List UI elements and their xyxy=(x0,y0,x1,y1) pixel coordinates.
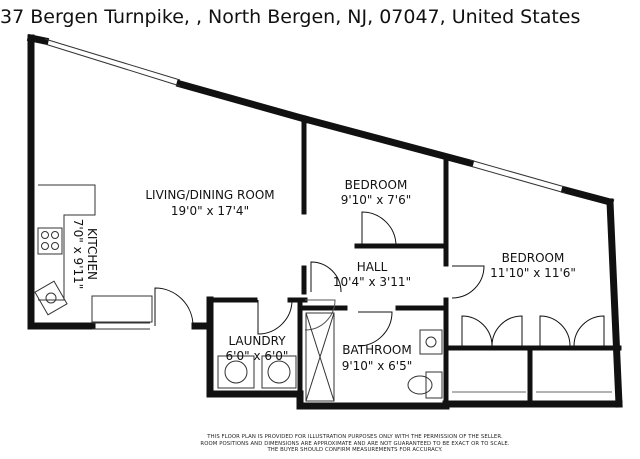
bedroom-2-dims: 11'10" x 11'6" xyxy=(490,266,576,280)
kitchen-fixtures xyxy=(34,184,153,323)
kitchen-dims: 7'0" x 9'11" xyxy=(71,219,85,290)
bathroom-fixtures xyxy=(305,312,443,402)
disclaimer-line: THE BUYER SHOULD CONFIRM MEASUREMENTS FO… xyxy=(267,447,443,453)
bathroom-dims: 9'10" x 6'5" xyxy=(342,359,413,373)
laundry-name: LAUNDRY xyxy=(228,334,286,348)
disclaimer-line: ROOM POSITIONS AND DIMENSIONS ARE APPROX… xyxy=(200,440,510,447)
bedroom-1-name: BEDROOM xyxy=(345,178,408,192)
bedroom-2-name: BEDROOM xyxy=(502,251,565,265)
room-labels: LIVING/DINING ROOM 19'0" x 17'4" BEDROOM… xyxy=(71,178,576,373)
laundry-dims: 6'0" x 6'0" xyxy=(226,349,289,363)
living-dining-dims: 19'0" x 17'4" xyxy=(171,204,249,218)
disclaimer-line: THIS FLOOR PLAN IS PROVIDED FOR ILLUSTRA… xyxy=(207,434,503,440)
laundry-fixtures xyxy=(217,355,297,389)
interior-walls xyxy=(207,116,622,409)
address-title: 37 Bergen Turnpike, , North Bergen, NJ, … xyxy=(0,6,581,28)
hall-name: HALL xyxy=(357,260,388,274)
disclaimer: THIS FLOOR PLAN IS PROVIDED FOR ILLUSTRA… xyxy=(140,434,570,454)
kitchen-name: KITCHEN xyxy=(85,228,99,280)
doors xyxy=(154,211,605,347)
living-dining-name: LIVING/DINING ROOM xyxy=(145,188,274,202)
bedroom-1-dims: 9'10" x 7'6" xyxy=(341,193,412,207)
windows xyxy=(44,38,566,330)
hall-dims: 10'4" x 3'11" xyxy=(333,275,411,289)
bathroom-name: BATHROOM xyxy=(342,343,411,357)
